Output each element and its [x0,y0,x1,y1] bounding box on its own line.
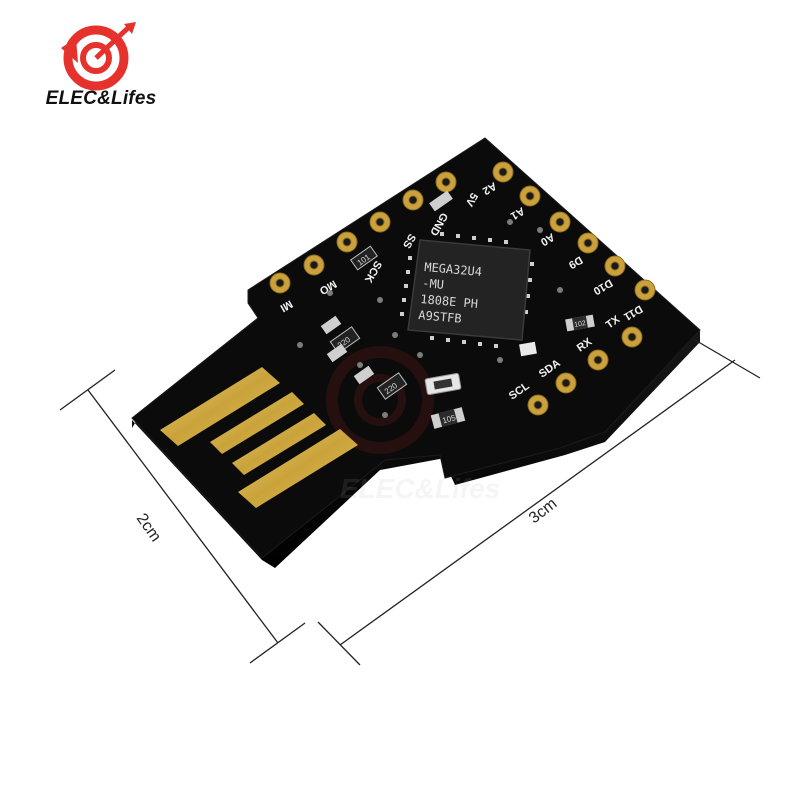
chip-marking-line-2: -MU [422,276,445,292]
dimension-width-label: 3cm [526,495,560,527]
chip-marking-line-1: MEGA32U4 [424,260,483,279]
brand-name: ELEC&Lifes [45,88,157,109]
resistor-label-4: 102 [574,320,587,329]
pin-pads-bottom [527,349,609,416]
dimension-width [317,339,761,666]
usb-contacts [160,367,358,508]
capacitor-label: 105 [441,413,457,425]
mcu-chip: MEGA32U4 -MU 1808E PH A9STFB [400,232,534,348]
brand-logo: ELEC&Lifes [36,18,166,118]
pin-label-mi: MI [278,297,295,314]
chip-marking-line-4: A9STFB [418,308,462,326]
usb-contact-1 [160,367,280,446]
watermark: ELEC&Lifes [326,346,500,504]
usb-contact-2 [210,392,304,454]
chip-marking-line-3: 1808E PH [420,292,479,311]
brand-logo-icon [61,22,136,91]
pin-pads-right [492,161,656,348]
usb-contact-3 [232,413,326,475]
dimension-height [59,369,306,664]
usb-contact-4 [238,429,358,508]
dimension-height-label: 2cm [133,511,164,546]
smd-components: 101 220 220 105 102 [297,190,595,429]
pin-pads-top [269,171,457,294]
watermark-text: ELEC&Lifes [340,473,500,504]
